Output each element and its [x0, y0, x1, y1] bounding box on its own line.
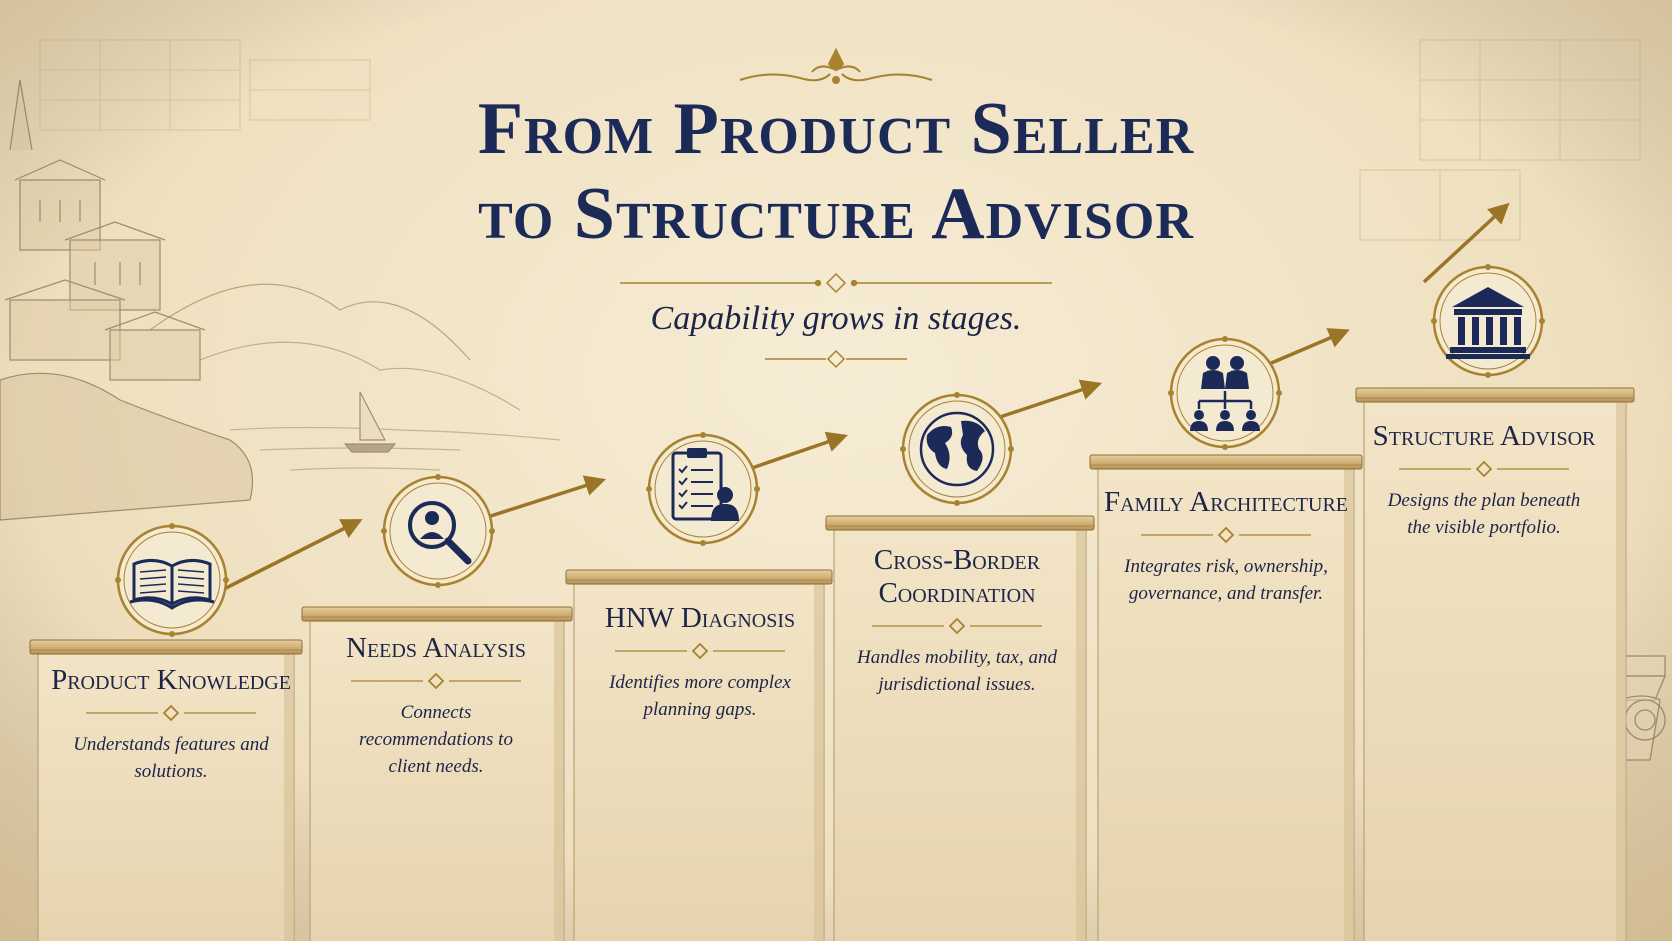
stage-3-divider	[615, 642, 785, 660]
stage-1-title: Product Knowledge	[51, 664, 291, 696]
blueprint-sketch-left	[39, 39, 371, 131]
magnifier-person-icon	[381, 474, 495, 588]
stage-2-title: Needs Analysis	[346, 632, 526, 664]
stage-5-desc: Integrates risk, ownership, governance, …	[1124, 556, 1328, 604]
progress-arrow-1	[221, 519, 363, 592]
stage-2: Needs Analysis Connects recommendations …	[312, 632, 560, 780]
stage-2-divider	[351, 672, 521, 690]
stage-6-desc: Designs the plan beneath the visible por…	[1387, 490, 1581, 538]
progress-arrow-6	[1422, 202, 1510, 284]
landscape-sketch	[0, 79, 561, 521]
progress-arrow-2	[474, 475, 607, 523]
stair-step-5	[1089, 454, 1363, 941]
title-flourish	[739, 47, 933, 84]
stage-3-desc: Identifies more complex planning gaps.	[609, 672, 791, 720]
stage-1-divider	[86, 704, 256, 722]
subtitle-divider	[765, 349, 907, 369]
stair-step-3	[565, 569, 833, 941]
blueprint-sketch-right	[1359, 39, 1641, 241]
stage-3-title: HNW Diagnosis	[604, 602, 796, 634]
stage-5-divider	[1141, 526, 1311, 544]
stage-5-title: Family Architecture	[1103, 486, 1349, 518]
stage-6: Structure Advisor Designs the plan benea…	[1360, 420, 1608, 541]
globe-icon	[900, 392, 1014, 506]
stage-4-title: Cross-Border Coordination	[873, 544, 1041, 609]
stage-2-desc: Connects recommendations to client needs…	[359, 702, 513, 777]
stage-6-divider	[1399, 460, 1569, 478]
stage-1: Product Knowledge Understands features a…	[42, 664, 300, 785]
stage-4-desc: Handles mobility, tax, and jurisdictiona…	[856, 647, 1057, 695]
stair-step-2	[301, 606, 573, 941]
stair-step-6	[1355, 387, 1635, 941]
stair-step-1	[29, 639, 303, 941]
title-divider	[620, 272, 1052, 294]
stage-1-desc: Understands features and solutions.	[73, 734, 269, 782]
open-book-icon	[115, 523, 229, 637]
stage-5: Family Architecture Integrates risk, own…	[1095, 486, 1357, 607]
clipboard-person-icon	[646, 432, 760, 546]
stage-3: HNW Diagnosis Identifies more complex pl…	[575, 602, 825, 723]
stage-4-divider	[872, 617, 1042, 635]
page-subtitle: Capability grows in stages.	[650, 300, 1022, 337]
page-title-line2: to Structure Advisor	[478, 173, 1194, 255]
stage-6-title: Structure Advisor	[1372, 420, 1596, 452]
page-title-line1: From Product Seller	[477, 88, 1195, 170]
classical-building-icon	[1431, 264, 1545, 378]
stage-4: Cross-Border Coordination Handles mobili…	[833, 544, 1081, 698]
stair-step-4	[825, 515, 1095, 941]
family-tree-icon	[1168, 336, 1282, 450]
